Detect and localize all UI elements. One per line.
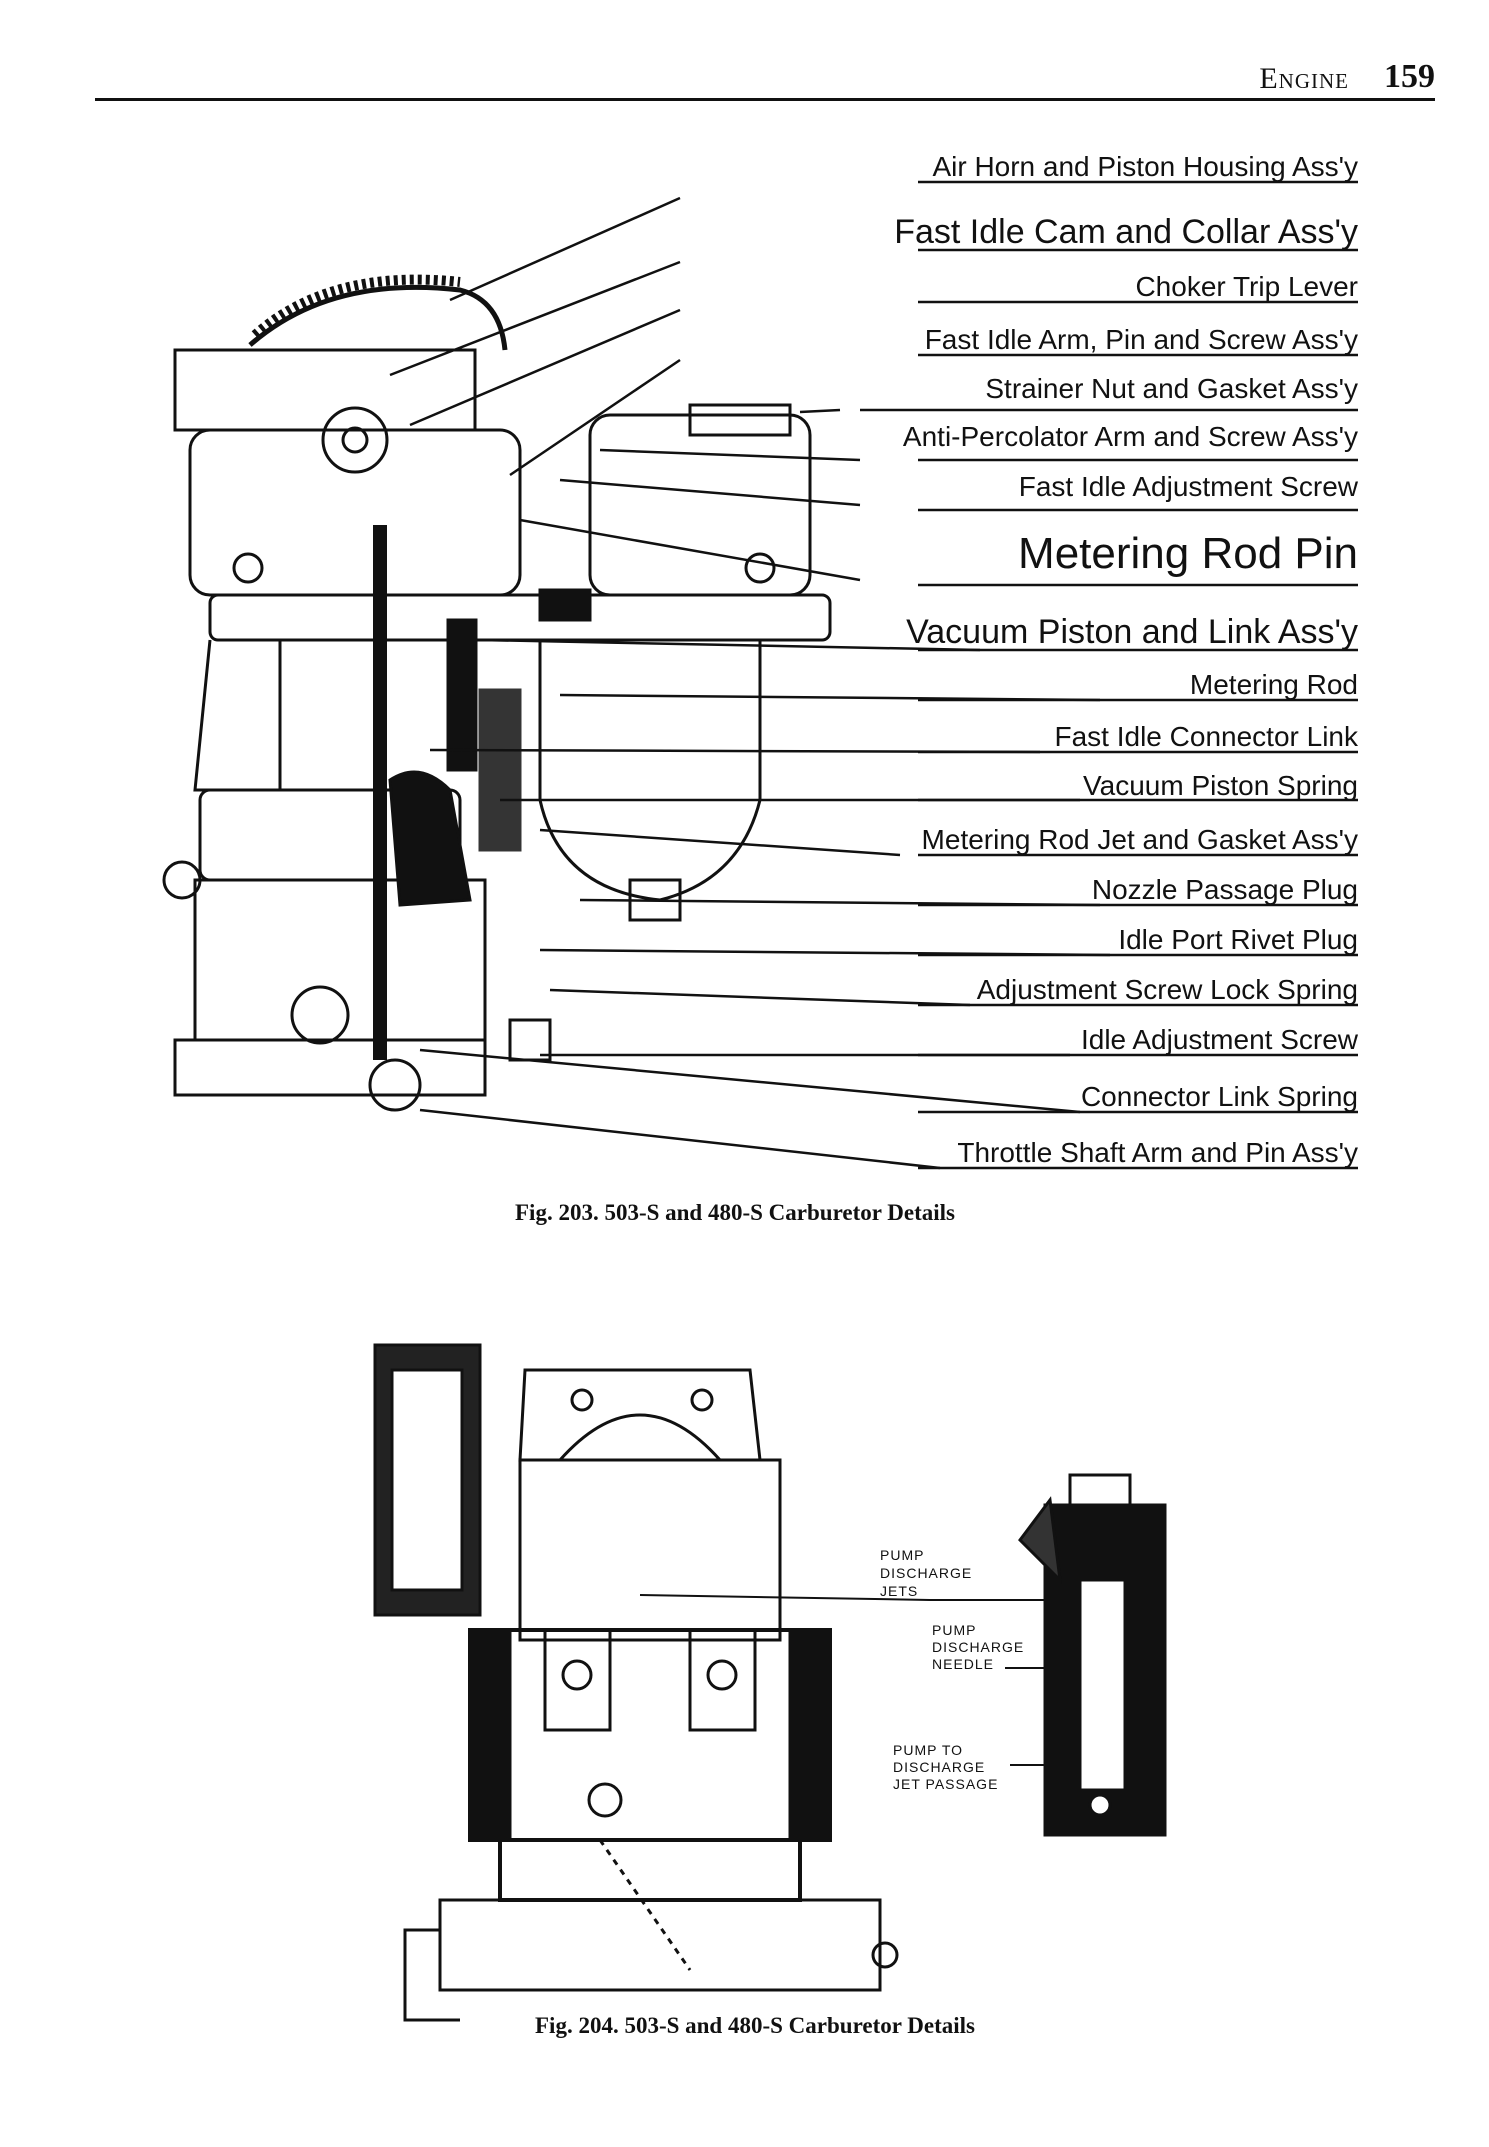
label-fast-idle-connector-link: Fast Idle Connector Link [1055,721,1359,752]
label-metering-rod: Metering Rod [1190,669,1358,700]
label-idle-port-rivet-plug: Idle Port Rivet Plug [1118,924,1358,955]
label-idle-adjustment-screw: Idle Adjustment Screw [1081,1024,1359,1055]
leader-lines [389,180,1358,1170]
label-adjustment-screw-lock-spring: Adjustment Screw Lock Spring [977,974,1358,1005]
label-pump-discharge-needle-3: NEEDLE [932,1656,994,1672]
label-metering-rod-jet: Metering Rod Jet and Gasket Ass'y [922,824,1358,855]
figure-203-carburetor-side-view: Air Horn and Piston Housing Ass'y Fast I… [162,151,1359,1170]
figure-204-carburetor-section: PUMP DISCHARGE JETS PUMP DISCHARGE NEEDL… [373,1343,1167,2022]
label-pump-discharge-jets-3: JETS [880,1583,918,1599]
label-pump-discharge-needle-1: PUMP [932,1622,976,1638]
section-title: Engine [1259,62,1349,95]
label-fast-idle-arm: Fast Idle Arm, Pin and Screw Ass'y [925,324,1358,355]
figure-203-labels: Air Horn and Piston Housing Ass'y Fast I… [894,151,1359,1168]
label-pump-discharge-needle-2: DISCHARGE [932,1639,1024,1655]
label-pump-to-jet-passage-2: DISCHARGE [893,1759,985,1775]
page-header: Engine 159 [95,58,1435,101]
label-anti-percolator: Anti-Percolator Arm and Screw Ass'y [903,421,1358,452]
page-number: 159 [1384,58,1435,95]
label-vacuum-piston-spring: Vacuum Piston Spring [1083,770,1358,801]
label-connector-link-spring: Connector Link Spring [1081,1081,1358,1112]
figure-204-labels: PUMP DISCHARGE JETS PUMP DISCHARGE NEEDL… [880,1547,1024,1792]
label-pump-to-jet-passage-1: PUMP TO [893,1742,963,1758]
label-throttle-shaft-arm: Throttle Shaft Arm and Pin Ass'y [957,1137,1358,1168]
label-pump-discharge-jets-1: PUMP [880,1547,924,1563]
label-air-horn: Air Horn and Piston Housing Ass'y [932,151,1358,182]
label-strainer-nut: Strainer Nut and Gasket Ass'y [985,373,1358,404]
section-drawing [373,1343,1167,2022]
label-pump-discharge-jets-2: DISCHARGE [880,1565,972,1581]
label-pump-to-jet-passage-3: JET PASSAGE [893,1776,998,1792]
figure-204-leaders [639,1594,1080,1766]
label-vacuum-piston-link: Vacuum Piston and Link Ass'y [906,613,1358,651]
label-choker-trip-lever: Choker Trip Lever [1135,271,1358,302]
label-metering-rod-pin: Metering Rod Pin [1018,529,1358,578]
carburetor-drawing [162,274,832,1112]
label-nozzle-passage-plug: Nozzle Passage Plug [1092,874,1358,905]
label-fast-idle-cam: Fast Idle Cam and Collar Ass'y [894,213,1358,251]
figure-204-caption: Fig. 204. 503-S and 480-S Carburetor Det… [535,2013,975,2038]
label-fast-idle-adjustment-screw: Fast Idle Adjustment Screw [1019,471,1359,502]
figure-203-caption: Fig. 203. 503-S and 480-S Carburetor Det… [515,1200,955,1225]
